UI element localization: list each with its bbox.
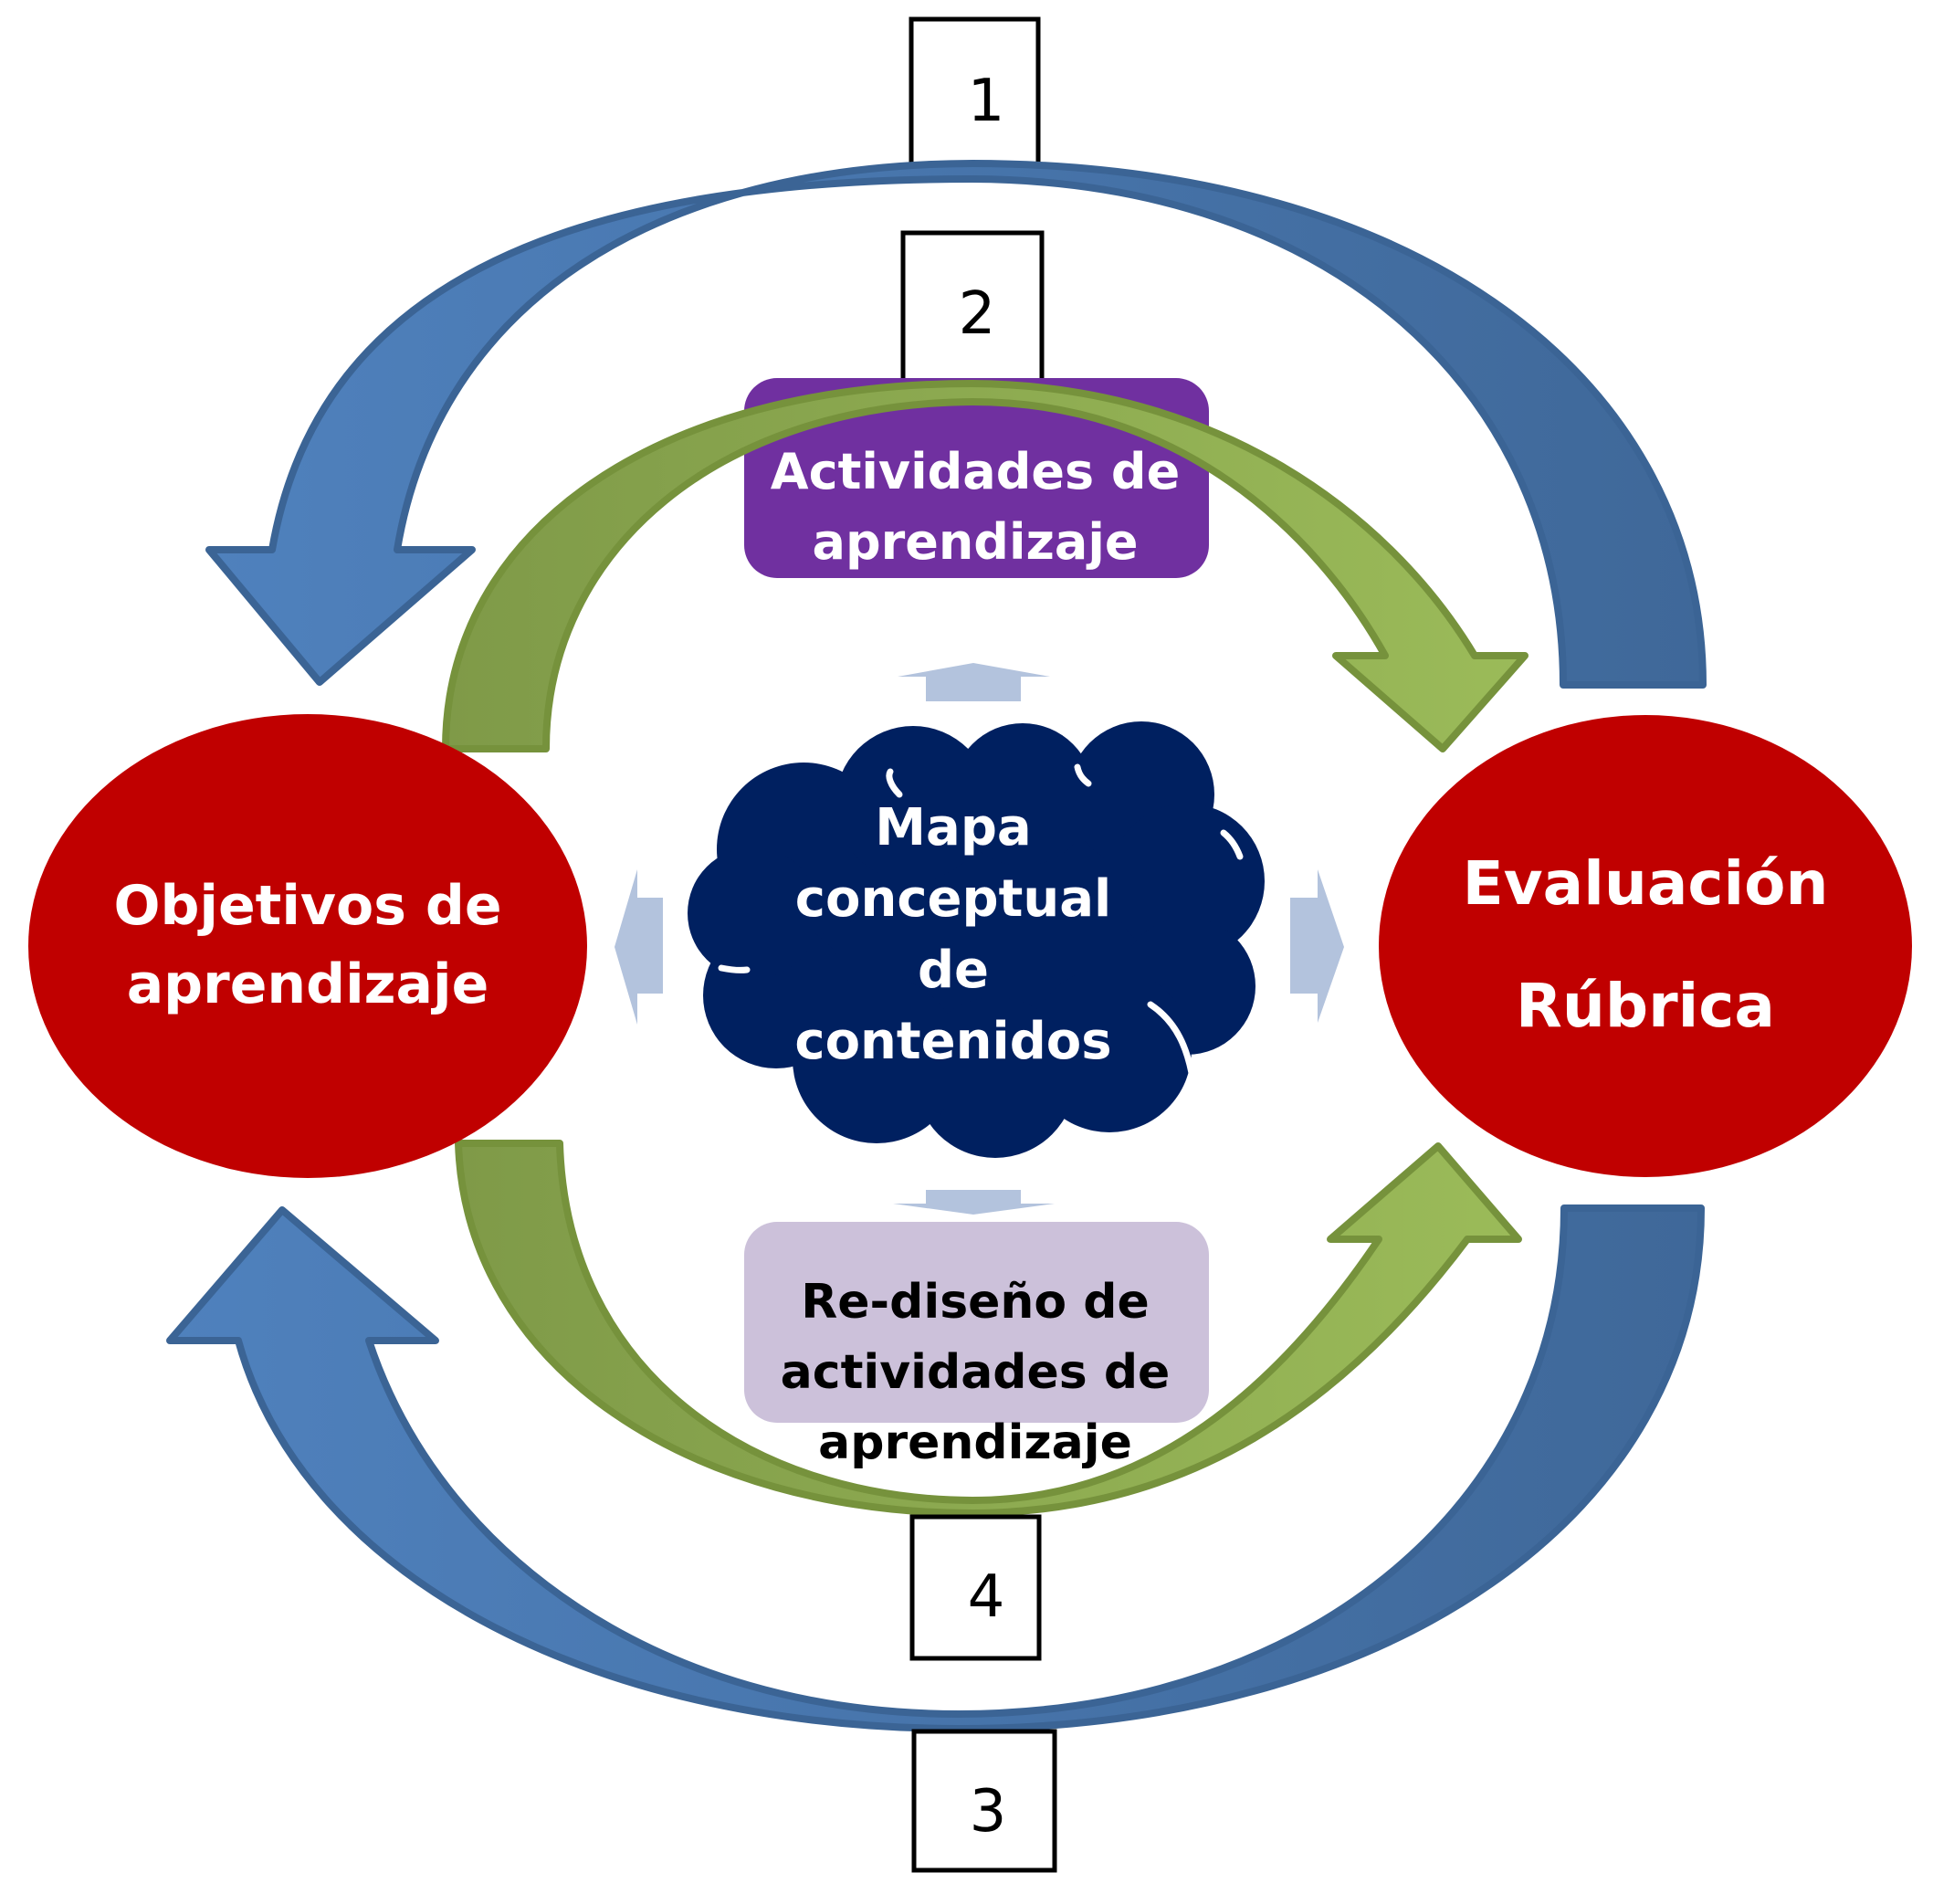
curved-arrow-blue-top: [205, 160, 1707, 689]
curved-arrow-green-top: [442, 380, 1529, 752]
connector-arrow-right: [1290, 869, 1344, 1023]
redesign-label-line-3: aprendizaje: [818, 1415, 1132, 1470]
cloud-inner-lines: [718, 763, 1244, 1077]
objectives-node[interactable]: Objetivos de aprendizaje: [28, 714, 587, 1178]
evaluation-label-line-1: Evaluación: [1463, 848, 1829, 919]
connector-arrow-down: [893, 1190, 1055, 1215]
concept-map-label-line-2: conceptual: [795, 869, 1111, 929]
step-label-1: 1: [968, 68, 1005, 135]
objectives-label-line-1: Objetivos de: [113, 874, 501, 938]
step-box-1: 1: [909, 16, 1041, 170]
activities-label-line-2: aprendizaje: [813, 513, 1139, 571]
activities-box[interactable]: Actividades de aprendizaje: [744, 378, 1209, 578]
step-label-2: 2: [959, 280, 996, 348]
concept-map-label-line-3: de: [918, 941, 989, 1000]
step-label-4: 4: [968, 1563, 1005, 1631]
redesign-label-line-2: actividades de: [781, 1345, 1171, 1400]
activities-label-line-1: Actividades de: [771, 443, 1180, 500]
concept-map-label-line-4: contenidos: [794, 1012, 1111, 1071]
evaluation-node[interactable]: Evaluación Rúbrica: [1379, 715, 1912, 1177]
cloud-shape: [688, 721, 1265, 1158]
step-box-2: 2: [900, 230, 1045, 384]
curved-arrow-green-bottom: [455, 1140, 1522, 1517]
concept-map-label-line-1: Mapa: [875, 798, 1031, 857]
evaluation-label-line-2: Rúbrica: [1516, 971, 1775, 1041]
concept-map-cloud[interactable]: Mapa conceptual de contenidos: [688, 721, 1265, 1158]
connector-arrow-left: [615, 869, 663, 1025]
step-label-3: 3: [970, 1778, 1007, 1846]
step-box-3: 3: [911, 1729, 1057, 1873]
curved-arrow-blue-bottom: [166, 1204, 1705, 1732]
objectives-label-line-2: aprendizaje: [127, 952, 489, 1016]
redesign-box[interactable]: Re-diseño de actividades de aprendizaje: [744, 1222, 1209, 1470]
connector-arrow-up: [898, 663, 1050, 701]
redesign-label-line-1: Re-diseño de: [801, 1275, 1150, 1330]
step-box-4: 4: [909, 1514, 1042, 1661]
